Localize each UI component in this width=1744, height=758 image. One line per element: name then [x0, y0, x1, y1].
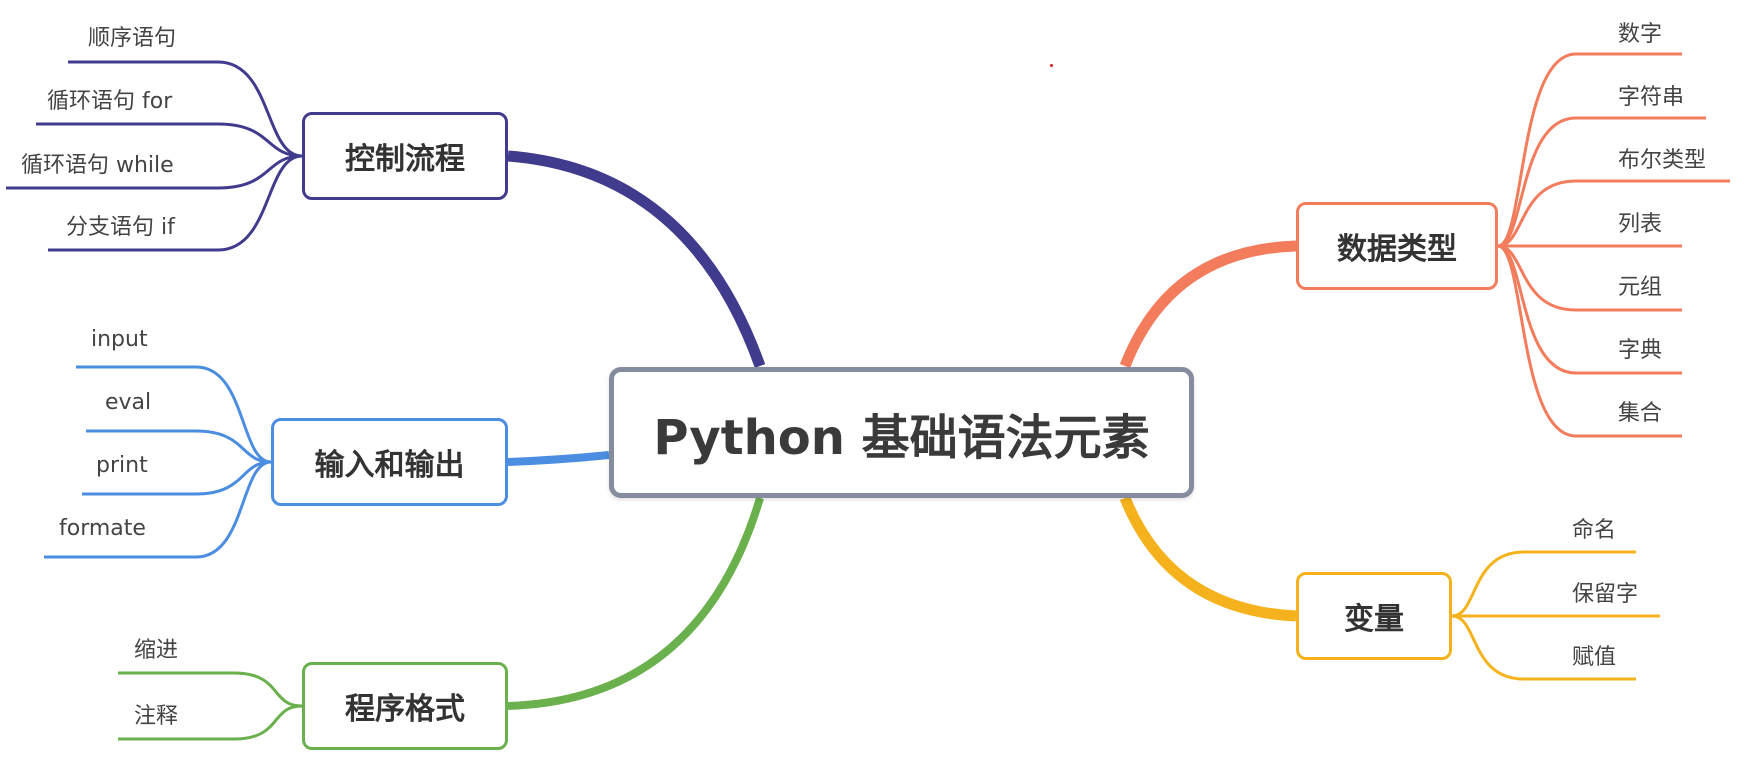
- leaf-var-naming[interactable]: 命名: [1572, 518, 1617, 543]
- branch-input-output[interactable]: 输入和输出: [271, 418, 508, 506]
- connector-format-leaf-1: [118, 671, 303, 708]
- leaf-type-string[interactable]: 字符串: [1618, 85, 1685, 110]
- branch-data-types[interactable]: 数据类型: [1296, 202, 1498, 290]
- connector-datatypes-leaf-5: [1497, 244, 1682, 312]
- connector-datatypes-leaf-2: [1497, 116, 1706, 248]
- connector-root-format: [507, 496, 764, 710]
- connector-root-io: [507, 451, 610, 466]
- connector-io-leaf-2: [86, 429, 272, 464]
- branch-control-flow-label: 控制流程: [345, 142, 465, 177]
- connector-datatypes-leaf-7: [1497, 244, 1682, 438]
- branch-program-format[interactable]: 程序格式: [302, 662, 508, 750]
- leaf-io-input[interactable]: input: [91, 327, 148, 352]
- branch-variables-label: 变量: [1344, 602, 1404, 637]
- leaf-var-assignment[interactable]: 赋值: [1572, 645, 1617, 670]
- central-topic-label: Python 基础语法元素: [653, 409, 1150, 466]
- connector-control-leaf-1: [68, 60, 303, 158]
- leaf-control-for-loop[interactable]: 循环语句 for: [47, 89, 173, 114]
- leaf-io-eval[interactable]: eval: [105, 390, 152, 415]
- connector-control-leaf-4: [48, 154, 303, 252]
- branch-variables[interactable]: 变量: [1296, 572, 1452, 660]
- connector-root-datatypes: [1119, 240, 1297, 368]
- branch-input-output-label: 输入和输出: [314, 448, 465, 483]
- connector-datatypes-leaf-1: [1497, 52, 1682, 248]
- leaf-type-dict[interactable]: 字典: [1618, 338, 1663, 363]
- leaf-io-formate[interactable]: formate: [59, 516, 146, 541]
- leaf-type-tuple[interactable]: 元组: [1618, 275, 1663, 300]
- branch-data-types-label: 数据类型: [1337, 232, 1457, 267]
- branch-control-flow[interactable]: 控制流程: [302, 112, 508, 200]
- connector-control-leaf-3: [6, 154, 303, 190]
- branch-program-format-label: 程序格式: [345, 692, 465, 727]
- connector-format-leaf-2: [118, 704, 303, 741]
- leaf-control-sequence[interactable]: 顺序语句: [88, 26, 177, 51]
- leaf-format-indent[interactable]: 缩进: [134, 638, 179, 663]
- leaf-control-if-branch[interactable]: 分支语句 if: [66, 215, 175, 240]
- stray-dot: [1050, 64, 1053, 67]
- leaf-var-reserved-words[interactable]: 保留字: [1572, 582, 1639, 607]
- connector-root-control: [507, 150, 766, 368]
- leaf-type-boolean[interactable]: 布尔类型: [1618, 148, 1707, 173]
- connector-datatypes-leaf-3: [1497, 179, 1730, 248]
- connector-io-leaf-1: [76, 365, 272, 464]
- connector-control-leaf-2: [36, 122, 303, 158]
- central-topic-node[interactable]: Python 基础语法元素: [609, 367, 1194, 498]
- connector-variables-leaf-1: [1451, 550, 1636, 618]
- leaf-io-print[interactable]: print: [96, 453, 148, 478]
- leaf-control-while-loop[interactable]: 循环语句 while: [21, 153, 174, 178]
- leaf-format-comment[interactable]: 注释: [134, 704, 179, 729]
- leaf-type-set[interactable]: 集合: [1618, 401, 1663, 426]
- connector-variables-leaf-3: [1451, 614, 1636, 681]
- connector-io-leaf-4: [44, 460, 272, 559]
- connector-io-leaf-3: [82, 460, 272, 496]
- leaf-type-number[interactable]: 数字: [1618, 22, 1663, 47]
- connector-root-variables: [1119, 495, 1297, 622]
- leaf-type-list[interactable]: 列表: [1618, 212, 1663, 237]
